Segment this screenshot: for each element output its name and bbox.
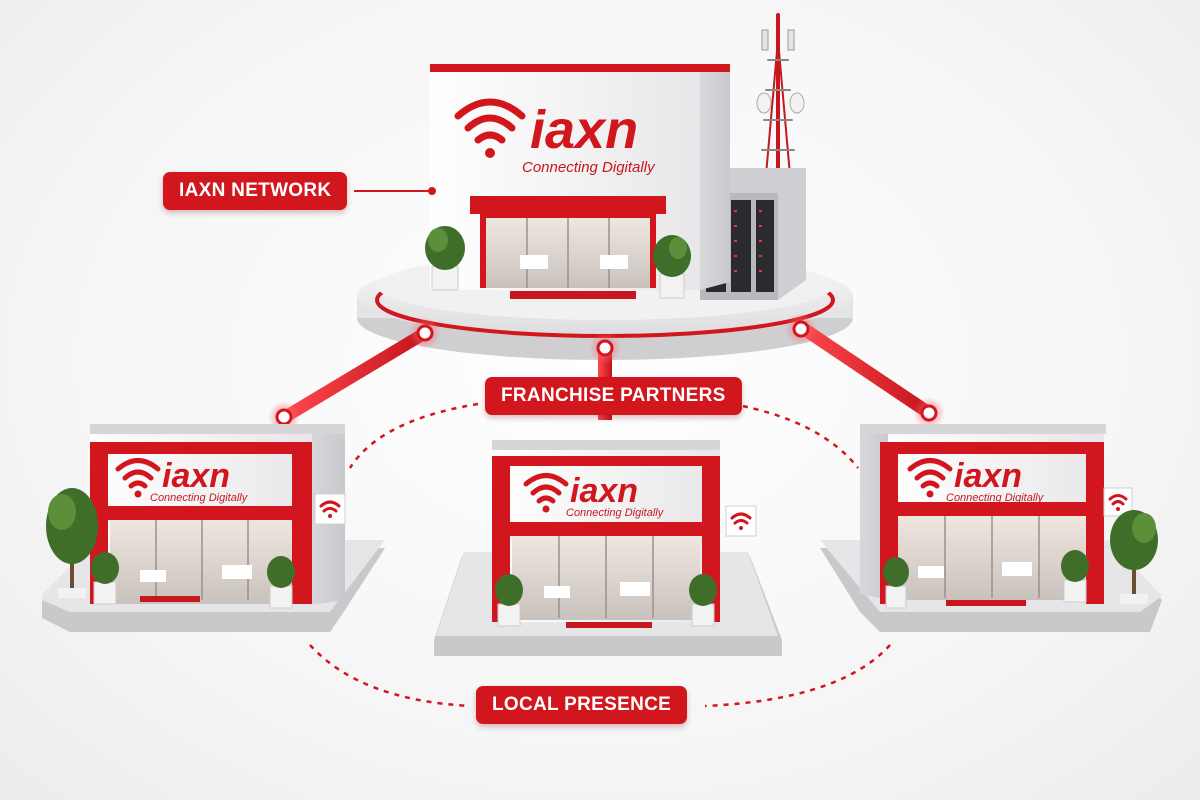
franchise-store-left: iaxn Connecting Digitally bbox=[42, 424, 385, 632]
store-center-brand-tagline: Connecting Digitally bbox=[566, 507, 665, 519]
store-right-brand-name: iaxn bbox=[954, 457, 1022, 495]
hq-brand-name: iaxn bbox=[530, 100, 638, 160]
iaxn-network-label: IAXN NETWORK bbox=[163, 172, 348, 210]
potted-plant-icon bbox=[267, 556, 295, 609]
store-left-brand-tagline: Connecting Digitally bbox=[150, 492, 249, 504]
wifi-icon bbox=[907, 458, 953, 498]
store-right-brand-tagline: Connecting Digitally bbox=[946, 492, 1045, 504]
potted-plant-icon bbox=[653, 235, 691, 299]
wifi-icon bbox=[454, 98, 526, 158]
tree-icon bbox=[46, 488, 98, 598]
store-left-brand-name: iaxn bbox=[162, 457, 230, 495]
tree-icon bbox=[1110, 510, 1158, 604]
wifi-icon bbox=[523, 473, 569, 513]
potted-plant-icon bbox=[883, 557, 909, 609]
cell-tower-icon bbox=[756, 13, 805, 177]
wifi-icon bbox=[115, 458, 161, 498]
local-presence-label: LOCAL PRESENCE bbox=[476, 686, 688, 724]
franchise-store-center: iaxn Connecting Digitally bbox=[434, 440, 782, 656]
potted-plant-icon bbox=[689, 574, 717, 627]
franchise-partners-label: FRANCHISE PARTNERS bbox=[485, 377, 742, 415]
potted-plant-icon bbox=[495, 574, 523, 627]
connection-beams bbox=[268, 313, 945, 433]
network-leader-line bbox=[354, 187, 436, 195]
franchise-store-right: iaxn Connecting Digitally bbox=[820, 424, 1162, 632]
potted-plant-icon bbox=[425, 226, 465, 291]
store-center-brand-name: iaxn bbox=[570, 472, 638, 510]
hq-logo: iaxn Connecting Digitally bbox=[454, 98, 656, 176]
potted-plant-icon bbox=[1061, 550, 1089, 603]
wifi-icon bbox=[725, 505, 757, 537]
hq-brand-tagline: Connecting Digitally bbox=[522, 159, 656, 176]
wifi-icon bbox=[314, 493, 346, 525]
local-presence-ring bbox=[309, 402, 891, 708]
hq-building: iaxn Connecting Digitally bbox=[425, 64, 730, 299]
potted-plant-icon bbox=[91, 552, 119, 605]
